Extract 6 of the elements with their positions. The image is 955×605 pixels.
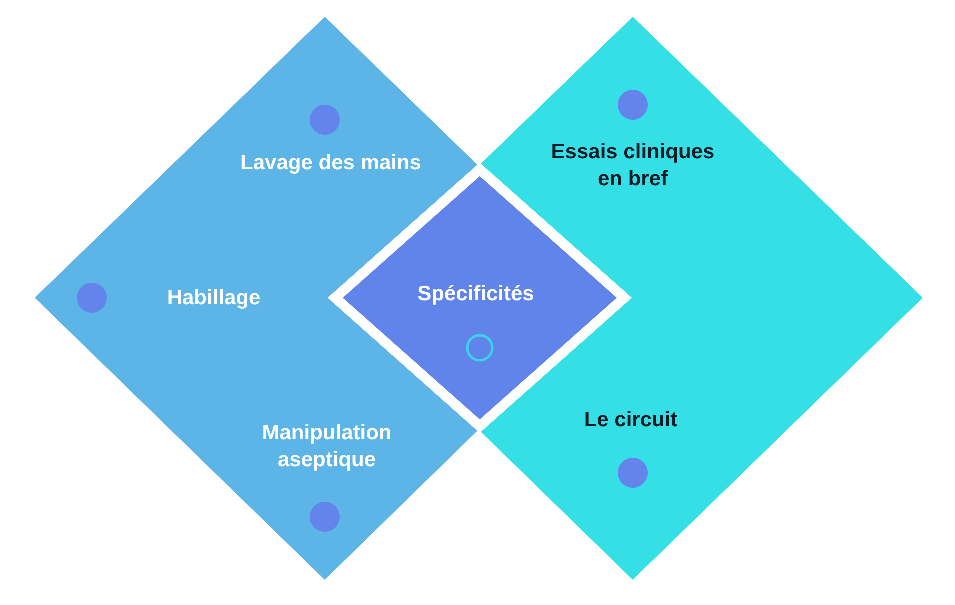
topic-label: Essais cliniques en bref — [550, 140, 716, 193]
topic-label: Habillage — [167, 285, 261, 312]
topic-label: Le circuit — [584, 407, 678, 434]
topic-label: Spécificités — [418, 281, 534, 308]
topic-label: Manipulation aseptique — [261, 420, 393, 474]
topic-label: Lavage des mains — [240, 150, 422, 176]
